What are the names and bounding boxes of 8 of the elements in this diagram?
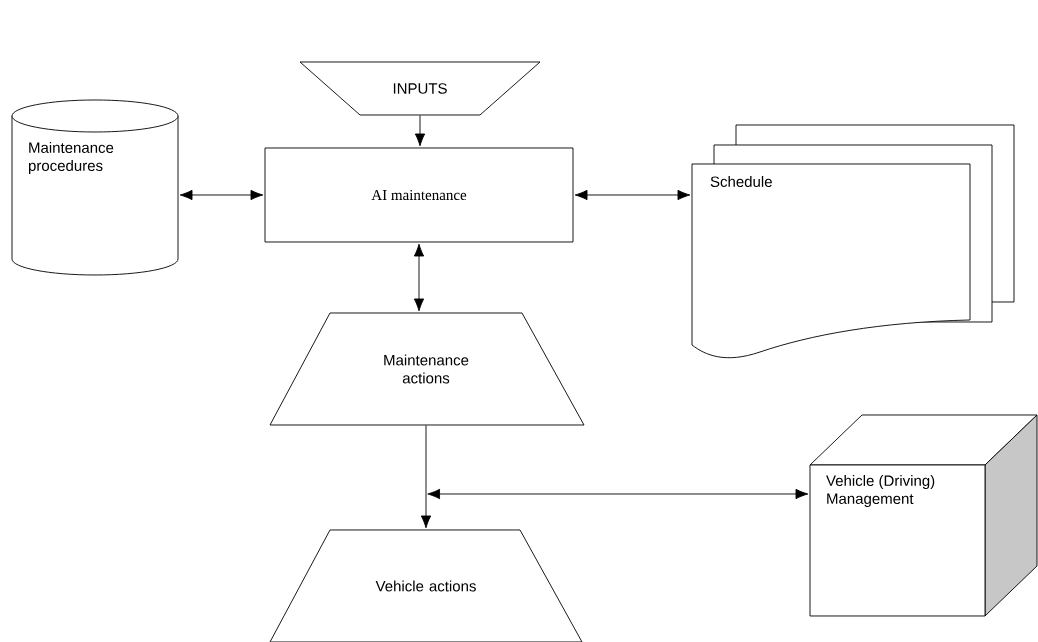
process-box: AI maintenance (264, 147, 574, 243)
arrow (413, 243, 425, 312)
arrow (574, 189, 691, 201)
arrow (179, 189, 264, 201)
database-cylinder: Maintenance procedures (11, 99, 179, 276)
arrow (427, 488, 809, 500)
arrow (414, 115, 426, 147)
arrow (420, 425, 432, 529)
